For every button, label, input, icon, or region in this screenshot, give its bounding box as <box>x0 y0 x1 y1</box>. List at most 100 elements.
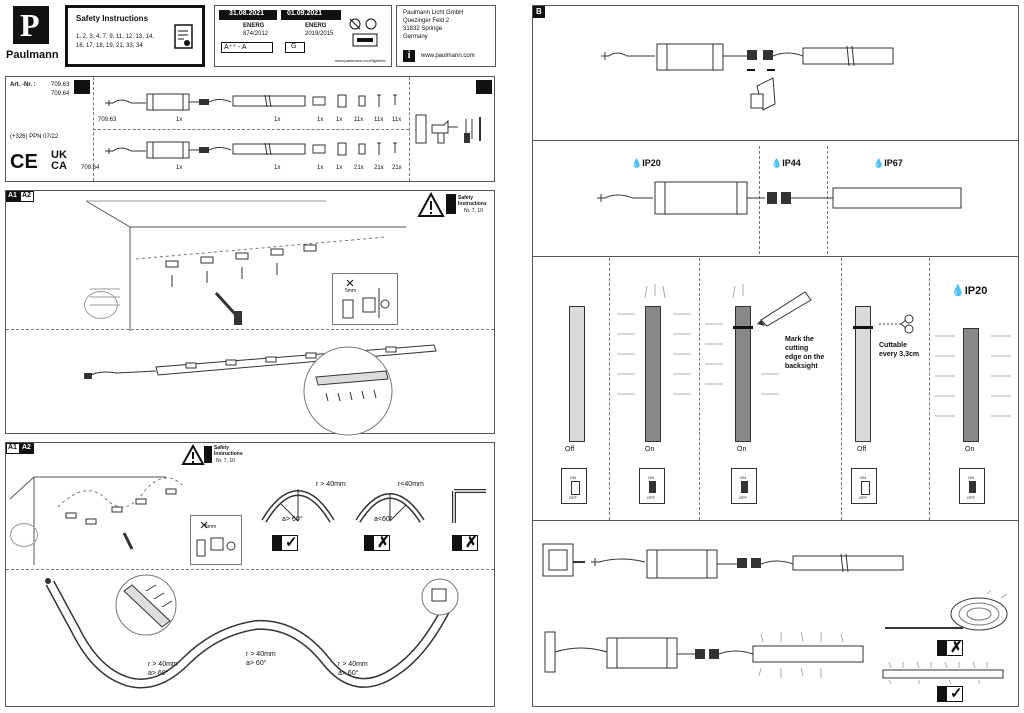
glow-lines-2 <box>705 284 779 395</box>
glow-lines-3 <box>935 335 1011 417</box>
cross-bad-icon: ✗ <box>364 534 390 551</box>
switch-rocker <box>741 481 748 493</box>
safety-ref: Nr. 7, 10 <box>464 208 483 214</box>
drill-size-2: 5mm <box>205 524 217 530</box>
address-line-4: Germany <box>403 34 428 40</box>
row-2-qty-1: 1x <box>176 165 183 171</box>
strip-on-2 <box>735 306 751 442</box>
art-no-2: 709.64 <box>51 91 70 97</box>
address-line-2: Quezinger Feld 2 <box>403 18 450 24</box>
mark-text-2: cutting <box>785 345 809 352</box>
coil-drawing <box>885 589 1008 631</box>
row-1-qty-1: 1x <box>176 117 183 123</box>
warning-icon-2 <box>181 443 205 465</box>
strip-a-2: a> 60° <box>246 660 267 667</box>
address-line-1: Paulmann Licht GmbH <box>403 10 464 16</box>
booklet-icon <box>446 194 456 214</box>
safety-label-2: Safety Instructions <box>214 445 243 457</box>
corner-bend-diagram <box>452 489 486 523</box>
scissors-icon <box>879 314 914 334</box>
strip-r-2: r > 40mm <box>246 651 276 658</box>
state-on-1: On <box>645 446 655 453</box>
connect-drawing <box>601 43 894 111</box>
ceiling-drawing <box>544 631 864 678</box>
energy-word-2: ENERG <box>305 23 327 29</box>
strip-on-3 <box>963 328 979 442</box>
state-on-2: On <box>737 446 747 453</box>
tools-icon <box>476 80 492 94</box>
bend-ok-r: r > 40mm <box>316 481 346 488</box>
drop-icon: 💧 <box>873 158 885 168</box>
tag-a2-text: A2 <box>22 192 31 199</box>
bend-ok-a: a> 60° <box>282 516 303 523</box>
marker-pen-icon <box>757 291 812 327</box>
strip-mounting-drawing <box>84 344 437 436</box>
energy-reg-1: 874/2012 <box>243 31 269 37</box>
ukca-mark-1: UK <box>51 149 67 161</box>
row-2-qty-6: 21x <box>374 165 384 171</box>
tools-drawing <box>415 114 481 144</box>
cut-mark-2 <box>853 326 873 329</box>
tag-a2-light <box>20 191 34 202</box>
warning-icon <box>417 191 445 217</box>
website: www.paulmann.com <box>421 53 475 59</box>
document-icon <box>174 24 193 49</box>
ip-zones-drawing <box>597 181 962 215</box>
brand-name: Paulmann <box>6 49 59 61</box>
tag-a1-light <box>6 443 20 454</box>
row-2-qty-5: 21x <box>354 165 364 171</box>
tag-a2-dark <box>20 443 34 454</box>
strip-a-1: a> 60° <box>148 670 169 677</box>
switch-on-1[interactable]: ON OFF <box>639 468 665 504</box>
switch-off-1[interactable]: ON OFF <box>561 468 587 504</box>
energy-date-2-bar <box>281 10 341 20</box>
tag-a1-text: A1 <box>8 192 17 199</box>
switch-on-2[interactable]: ON OFF <box>731 468 757 504</box>
tag-b <box>533 6 545 18</box>
mark-text-1: Mark the <box>785 336 814 343</box>
wall-mounting-drawing <box>85 200 406 331</box>
flexible-strip-drawing <box>45 574 459 689</box>
tag-b-text: B <box>536 7 542 16</box>
switch-rocker <box>571 481 580 495</box>
logo-letter: P <box>20 7 40 43</box>
energy-date-1: 31.08.2021 <box>229 10 265 17</box>
state-off-1: Off <box>565 446 575 453</box>
address-line-3: 31832 Springe <box>403 26 443 32</box>
mark-text-4: backsight <box>785 363 818 370</box>
switch-rocker <box>969 481 976 493</box>
ip67-label: 💧IP67 <box>873 158 903 168</box>
strip-a-3: a> 60° <box>338 670 359 677</box>
drop-icon: 💧 <box>951 285 965 297</box>
switch-off-2[interactable]: ON OFF <box>851 468 877 504</box>
energy-class-new: G <box>291 43 297 50</box>
booklet-icon-2 <box>204 446 212 463</box>
bend-bad-a: a<60° <box>374 516 393 523</box>
drop-icon: 💧 <box>631 158 643 168</box>
state-off-2: Off <box>857 446 867 453</box>
energy-class-range: A⁺⁺ - A <box>224 44 247 51</box>
bend-ok-diagram <box>261 489 335 523</box>
strip-r-1: r > 40mm <box>148 661 178 668</box>
parts-section: Art. -Nr. : 709.63 709.64 (+326) PPN 07/… <box>5 76 495 182</box>
parts-row-1-drawing <box>105 93 397 111</box>
wall-wave-drawing <box>9 476 183 565</box>
brick-icon <box>84 291 118 319</box>
section-a2: A1 A2 Safety Instructions Nr. 7, 10 5mm … <box>5 442 495 707</box>
row-2-qty-3: 1x <box>317 165 324 171</box>
row-1-qty-3: 1x <box>317 117 324 123</box>
switch-on-3[interactable]: ON OFF <box>959 468 985 504</box>
safety-label: Safety Instructions <box>458 195 487 207</box>
strip-off-2 <box>855 306 871 442</box>
print-code: (+326) PPN 07/22 <box>10 134 59 140</box>
energy-class-new-box <box>285 42 305 53</box>
row-2-qty-4: 1x <box>336 165 343 171</box>
cut-text-1: Cuttable <box>879 342 907 349</box>
ukca-mark-2: CA <box>51 160 67 172</box>
mark-text-3: edge on the <box>785 354 825 361</box>
drill-icon-2 <box>196 521 236 557</box>
ce-mark: CE <box>10 151 38 173</box>
row-1-id: 709.63 <box>98 117 117 123</box>
drill-size: 5mm <box>345 288 357 294</box>
state-on-3: On <box>965 446 975 453</box>
